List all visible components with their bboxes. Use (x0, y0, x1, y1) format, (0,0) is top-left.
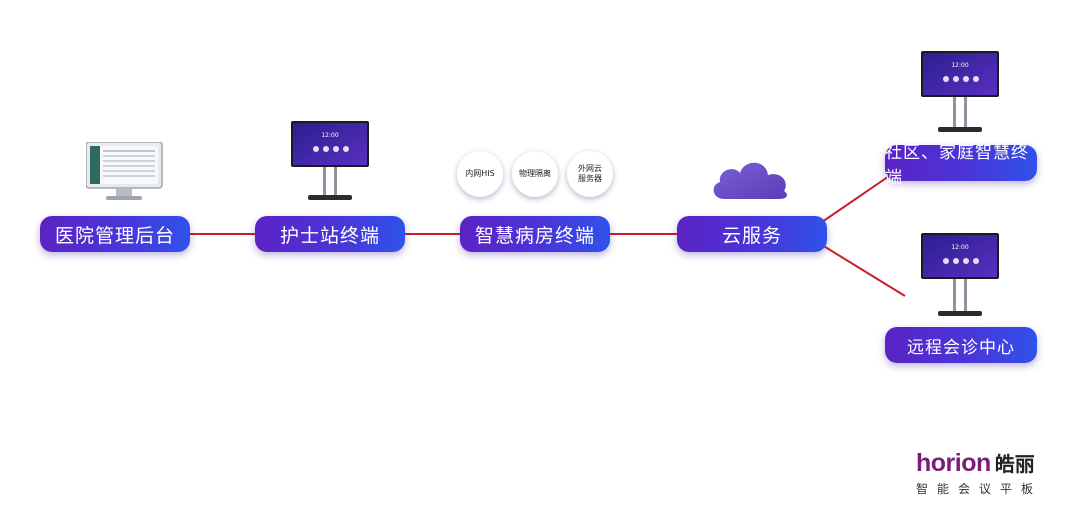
line-cloud-family (821, 171, 896, 223)
node-nurse-station-label: 护士站终端 (279, 224, 380, 247)
bubble-his-label: 内网HIS (465, 169, 495, 178)
node-remote-consultation: 远程会诊中心 (885, 327, 1037, 363)
tv-clock: 12:00 (951, 244, 968, 251)
cloud-icon (713, 162, 787, 199)
line-cloud-remote (821, 244, 906, 297)
node-community-family-label: 社区、家庭智慧终端 (885, 143, 1029, 188)
desktop-computer-icon (86, 142, 163, 200)
brand-wordmark: horion 皓丽 (916, 448, 1056, 478)
bubble-physical-isolation: 物理隔离 (512, 151, 558, 197)
node-nurse-station: 护士站终端 (255, 216, 405, 252)
node-hospital-admin: 医院管理后台 (40, 216, 190, 252)
node-smart-ward: 智慧病房终端 (460, 216, 610, 252)
brand-tagline: 智能会议平板 (916, 482, 1043, 496)
node-hospital-admin-label: 医院管理后台 (54, 224, 175, 247)
brand-name-cn: 皓丽 (994, 452, 1035, 476)
tv-stand-icon: 12:00 (921, 233, 999, 316)
node-cloud-service-label: 云服务 (721, 224, 782, 247)
bubble-cloud-server: 外网云 服务器 (567, 151, 613, 197)
node-cloud-service: 云服务 (677, 216, 827, 252)
node-smart-ward-label: 智慧病房终端 (474, 224, 595, 247)
node-community-family: 社区、家庭智慧终端 (885, 143, 1037, 188)
bubble-server-label: 外网云 服务器 (578, 164, 602, 183)
brand-logo: horion 皓丽 智能会议平板 (916, 448, 1056, 497)
bubble-isolation-label: 物理隔离 (519, 169, 551, 178)
bubble-intranet-his: 内网HIS (457, 151, 503, 197)
tv-stand-icon: 12:00 (291, 121, 369, 200)
brand-name-en: horion (916, 449, 991, 477)
tv-clock: 12:00 (951, 62, 968, 69)
tv-clock: 12:00 (321, 132, 338, 139)
tv-stand-icon: 12:00 (921, 51, 999, 132)
node-remote-consultation-label: 远程会诊中心 (907, 337, 1015, 358)
